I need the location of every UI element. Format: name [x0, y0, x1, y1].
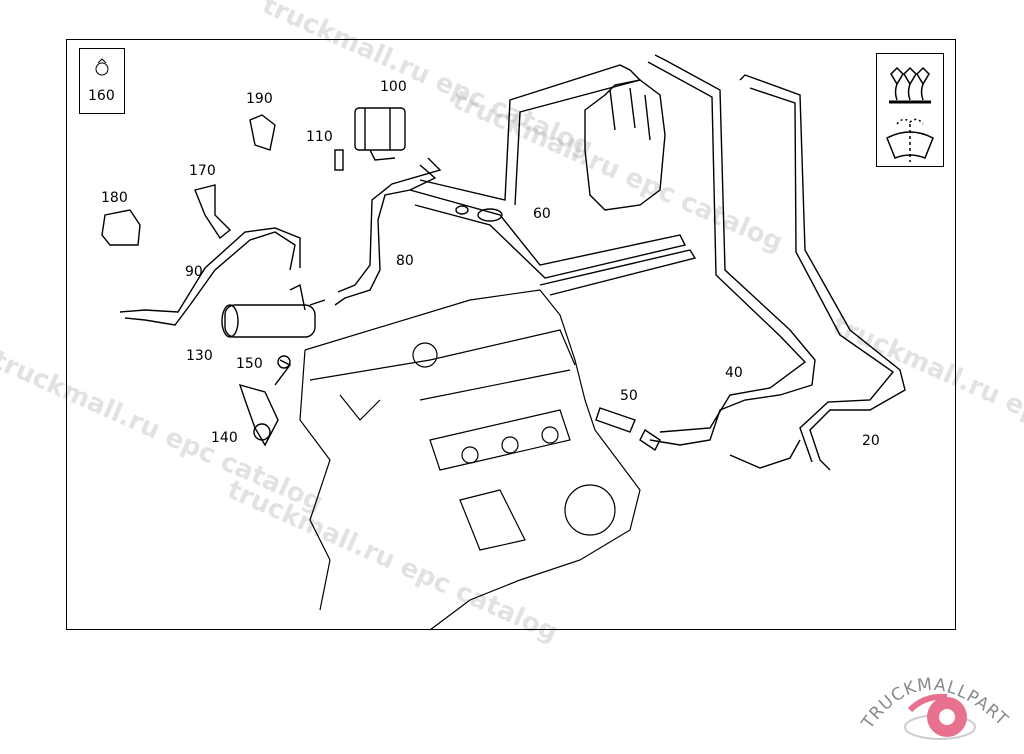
bracket-140[interactable]: [238, 383, 279, 447]
callout-60: 60: [533, 206, 551, 222]
callout-150: 150: [236, 356, 263, 372]
callout-100: 100: [380, 79, 407, 95]
connector-50[interactable]: [595, 407, 661, 452]
hose-60[interactable]: [409, 64, 697, 296]
coolant-reservoir: [584, 79, 666, 211]
truckmall-parts-logo: TRUCKMALLPARTS: [849, 640, 1020, 750]
hose-20[interactable]: [739, 74, 906, 471]
heater-defrost-icon: [876, 53, 944, 167]
callout-50: 50: [620, 388, 638, 404]
screw-150[interactable]: [274, 355, 292, 386]
clamp-icon: [95, 58, 109, 76]
hose-90[interactable]: [119, 227, 301, 326]
pump-130[interactable]: [221, 283, 326, 338]
callout-90: 90: [185, 264, 203, 280]
bracket-170[interactable]: [194, 184, 232, 240]
callout-40: 40: [725, 365, 743, 381]
part-160-box[interactable]: 160: [79, 48, 125, 114]
callout-80: 80: [396, 253, 414, 269]
sensor-110[interactable]: [334, 149, 344, 171]
callout-180: 180: [101, 190, 128, 206]
hose-40[interactable]: [647, 54, 816, 469]
clip-190[interactable]: [249, 114, 276, 151]
diagram-frame: [66, 39, 956, 630]
valve-100[interactable]: [354, 107, 406, 161]
engine-block: [299, 289, 641, 631]
callout-160: 160: [88, 88, 115, 104]
callout-130: 130: [186, 348, 213, 364]
callout-170: 170: [189, 163, 216, 179]
hose-80[interactable]: [334, 157, 442, 306]
callout-20: 20: [862, 433, 880, 449]
callout-140: 140: [211, 430, 238, 446]
callout-110: 110: [306, 129, 333, 145]
callout-190: 190: [246, 91, 273, 107]
holder-180[interactable]: [101, 209, 141, 246]
